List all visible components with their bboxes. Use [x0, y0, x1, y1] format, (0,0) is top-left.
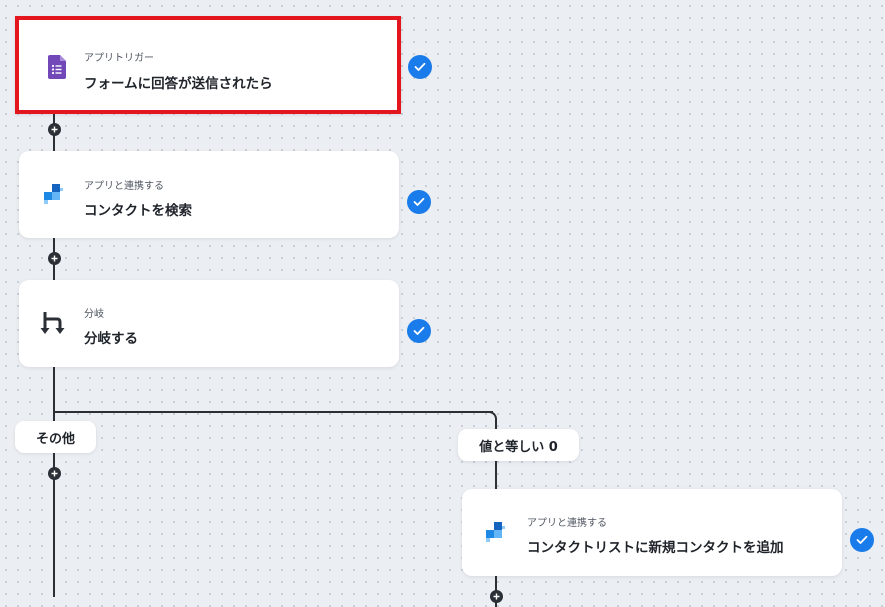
add-contact-node-card[interactable]: アプリと連携する コンタクトリストに新規コンタクトを追加	[462, 489, 842, 576]
plus-icon	[51, 255, 58, 262]
search-contact-node-card[interactable]: アプリと連携する コンタクトを検索	[19, 151, 399, 238]
check-icon	[408, 55, 432, 79]
plus-icon	[51, 126, 58, 133]
branch-label-else[interactable]: その他	[15, 421, 96, 453]
check-icon	[407, 190, 431, 214]
node-category-label: アプリと連携する	[84, 181, 164, 192]
add-step-button[interactable]	[48, 467, 61, 480]
node-title: フォームに回答が送信されたら	[84, 76, 273, 92]
branch-label-equal[interactable]: 値と等しい 0	[458, 429, 579, 461]
node-title: 分岐する	[84, 331, 138, 347]
node-title: コンタクトリストに新規コンタクトを追加	[527, 540, 784, 556]
add-step-button[interactable]	[490, 590, 503, 603]
node-category-label: アプリトリガー	[84, 53, 154, 64]
branch-node-card[interactable]: 分岐 分岐する	[19, 280, 399, 367]
app-blocks-icon	[483, 519, 509, 545]
plus-icon	[51, 470, 58, 477]
branch-connector-line	[53, 411, 493, 413]
node-title: コンタクトを検索	[84, 203, 192, 219]
add-step-button[interactable]	[48, 123, 61, 136]
branch-icon	[40, 310, 66, 336]
check-icon	[407, 319, 431, 343]
app-blocks-icon	[41, 181, 67, 207]
add-step-button[interactable]	[48, 252, 61, 265]
trigger-node-card[interactable]: アプリトリガー フォームに回答が送信されたら	[15, 16, 401, 114]
check-icon	[850, 528, 874, 552]
google-forms-icon	[44, 54, 70, 80]
plus-icon	[493, 593, 500, 600]
node-category-label: 分岐	[84, 309, 104, 320]
connector-line	[53, 367, 55, 597]
node-category-label: アプリと連携する	[527, 518, 607, 529]
branch-connector-curve	[484, 411, 497, 424]
